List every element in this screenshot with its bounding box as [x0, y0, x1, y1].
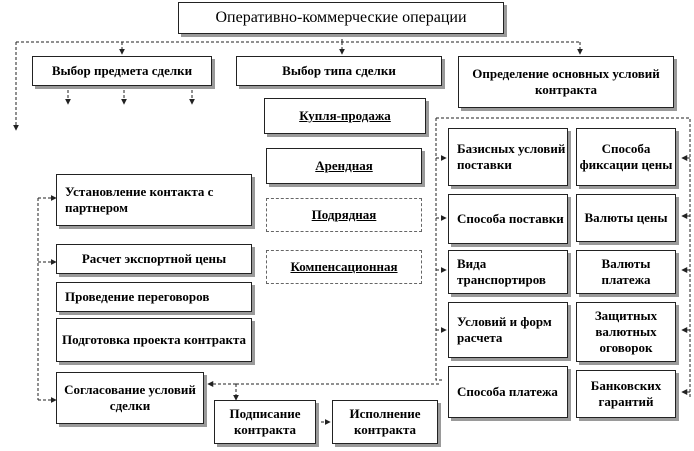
condition-price-currency-box: Валюты цены: [576, 194, 676, 242]
step-signing-box: Подписание контракта: [214, 400, 316, 444]
subject-selection-label: Выбор предмета сделки: [51, 63, 193, 78]
condition-basis-box: Базисных условий поставки: [448, 128, 568, 186]
step-draft-label: Подготовка проекта контракта: [61, 332, 247, 347]
condition-payment-terms-label: Условий и форм расчета: [457, 314, 552, 345]
deal-type-lease-label: Арендная: [315, 158, 373, 173]
deal-type-compensation-label: Компенсационная: [290, 259, 398, 274]
condition-basis-label: Базисных условий поставки: [457, 141, 566, 172]
type-selection-box: Выбор типа сделки: [236, 56, 442, 86]
deal-type-compensation: Компенсационная: [266, 250, 422, 284]
condition-payment-method-box: Способа платежа: [448, 366, 568, 418]
deal-type-contract-label: Подрядная: [311, 207, 377, 222]
condition-delivery-method-label: Способа поставки: [457, 211, 564, 226]
condition-price-fixing-box: Способа фиксации цены: [576, 128, 676, 186]
condition-transport-label: Вида транспортиров: [457, 256, 546, 287]
condition-currency-clauses-label: Защитных валютных оговорок: [594, 308, 658, 355]
step-signing-label: Подписание контракта: [229, 406, 301, 437]
condition-payment-method-label: Способа платежа: [457, 384, 558, 399]
condition-transport-box: Вида транспортиров: [448, 250, 568, 294]
condition-payment-terms-box: Условий и форм расчета: [448, 302, 568, 358]
deal-type-sale-label: Купля-продажа: [299, 108, 391, 123]
conditions-left-rail: [435, 118, 444, 381]
condition-payment-currency-box: Валюты платежа: [576, 250, 676, 294]
diagram-title: Оперативно-коммерческие операции: [178, 2, 504, 34]
step-agreement-box: Согласование условий сделки: [56, 372, 204, 424]
condition-price-fixing-label: Способа фиксации цены: [579, 141, 673, 172]
step-price-label: Расчет экспортной цены: [81, 251, 227, 266]
step-contact-box: Установление контакта с партнером: [56, 174, 252, 226]
step-negotiation-box: Проведение переговоров: [56, 282, 252, 312]
type-selection-label: Выбор типа сделки: [282, 63, 396, 78]
condition-delivery-method-box: Способа поставки: [448, 194, 568, 244]
step-execution-box: Исполнение контракта: [332, 400, 438, 444]
step-contact-label: Установление контакта с партнером: [65, 184, 214, 215]
contract-conditions-box: Определение основных условий контракта: [458, 56, 674, 108]
condition-currency-clauses-box: Защитных валютных оговорок: [576, 302, 676, 362]
deal-type-lease: Арендная: [266, 148, 422, 184]
step-price-box: Расчет экспортной цены: [56, 244, 252, 274]
step-execution-label: Исполнение контракта: [349, 406, 421, 437]
condition-price-currency-label: Валюты цены: [584, 210, 668, 225]
conditions-top-rail: [436, 117, 691, 398]
condition-payment-currency-label: Валюты платежа: [601, 256, 651, 287]
step-agreement-label: Согласование условий сделки: [64, 382, 196, 413]
contract-conditions-label: Определение основных условий контракта: [472, 66, 660, 97]
condition-bank-guarantees-box: Банковских гарантий: [576, 370, 676, 418]
deal-type-contract: Подрядная: [266, 198, 422, 232]
step-draft-box: Подготовка проекта контракта: [56, 318, 252, 362]
step-negotiation-label: Проведение переговоров: [65, 289, 210, 304]
subject-selection-box: Выбор предмета сделки: [32, 56, 212, 86]
diagram-title-text: Оперативно-коммерческие операции: [215, 9, 467, 26]
deal-type-sale: Купля-продажа: [264, 98, 426, 134]
condition-bank-guarantees-label: Банковских гарантий: [590, 378, 662, 409]
